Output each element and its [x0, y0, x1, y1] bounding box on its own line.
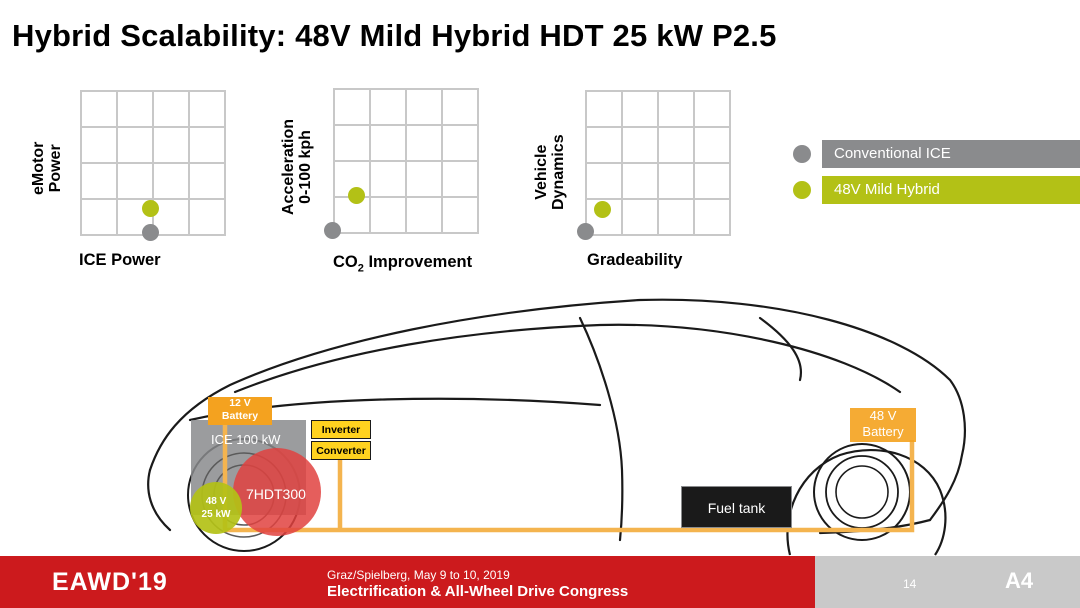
- conventional-marker: [142, 224, 159, 241]
- grid: [333, 88, 479, 234]
- eawd-logo: EAWD'19: [52, 568, 168, 596]
- transmission-circle: [233, 448, 321, 536]
- legend-item-conventional: Conventional ICE: [822, 140, 1080, 168]
- ice-label: ICE 100 kW: [211, 432, 281, 447]
- inverter-label: Inverter: [311, 420, 371, 439]
- page-number: 14: [903, 577, 917, 591]
- legend-item-hybrid: 48V Mild Hybrid: [822, 176, 1080, 204]
- legend-dot-conventional: [793, 145, 811, 163]
- converter-label: Converter: [311, 441, 371, 460]
- footer-event: Electrification & All-Wheel Drive Congre…: [327, 583, 629, 600]
- transmission-label: 7HDT300: [246, 486, 306, 502]
- rear-wheel: [786, 443, 947, 556]
- x-axis-label: ICE Power: [79, 251, 161, 269]
- car-outline: [147, 298, 966, 556]
- footer-right: 14 A4: [815, 556, 1080, 608]
- fuel-tank-label: Fuel tank: [681, 486, 792, 528]
- x-axis-label: CO2 Improvement: [333, 253, 473, 275]
- hybrid-marker: [142, 200, 159, 217]
- motor-circle: [190, 482, 242, 534]
- hybrid-marker: [594, 201, 611, 218]
- conventional-marker: [324, 222, 341, 239]
- grid: [80, 90, 226, 236]
- footer-location-date: Graz/Spielberg, May 9 to 10, 2019: [327, 568, 510, 582]
- legend-dot-hybrid: [793, 181, 811, 199]
- page-title: Hybrid Scalability: 48V Mild Hybrid HDT …: [12, 18, 777, 53]
- grid: [585, 90, 731, 236]
- hybrid-marker: [348, 187, 365, 204]
- x-axis-label: Gradeability: [587, 251, 683, 269]
- conventional-marker: [577, 223, 594, 240]
- footer-bar: EAWD'19 Graz/Spielberg, May 9 to 10, 201…: [0, 556, 815, 608]
- a4-logo: A4: [1005, 568, 1034, 593]
